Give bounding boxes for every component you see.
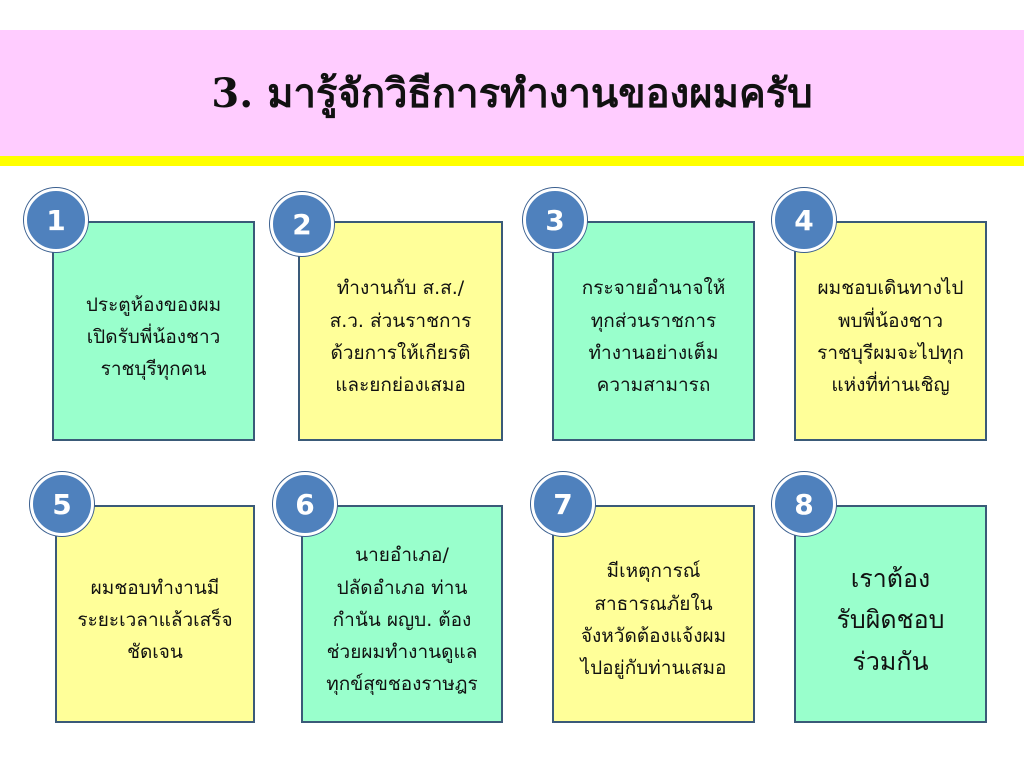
number-badge-2: 2 bbox=[270, 192, 334, 256]
principle-card-4: ผมชอบเดินทางไป พบพี่น้องชาว ราชบุรีผมจะไ… bbox=[794, 221, 987, 441]
card-text: มีเหตุการณ์ สาธารณภัยใน จังหวัดต้องแจ้งผ… bbox=[580, 560, 727, 680]
title-underline-bar bbox=[0, 156, 1024, 166]
principle-card-8: เราต้อง รับผิดชอบ ร่วมกัน bbox=[794, 505, 987, 723]
number-badge-7: 7 bbox=[531, 472, 595, 536]
card-text: ทำงานกับ ส.ส./ ส.ว. ส่วนราชการ ด้วยการให… bbox=[329, 277, 472, 397]
number-badge-4: 4 bbox=[772, 188, 836, 252]
principle-card-7: มีเหตุการณ์ สาธารณภัยใน จังหวัดต้องแจ้งผ… bbox=[552, 505, 755, 723]
card-text: ผมชอบทำงานมี ระยะเวลาแล้วเสร็จ ชัดเจน bbox=[77, 576, 233, 664]
card-text: กระจายอำนาจให้ ทุกส่วนราชการ ทำงานอย่างเ… bbox=[581, 277, 726, 397]
card-text: เราต้อง รับผิดชอบ ร่วมกัน bbox=[836, 564, 945, 676]
card-text: ประตูห้องของผม เปิดรับพี่น้องชาว ราชบุรี… bbox=[85, 293, 222, 381]
number-badge-6: 6 bbox=[273, 472, 337, 536]
number-badge-3: 3 bbox=[523, 188, 587, 252]
principle-card-2: ทำงานกับ ส.ส./ ส.ว. ส่วนราชการ ด้วยการให… bbox=[298, 221, 503, 441]
card-text: ผมชอบเดินทางไป พบพี่น้องชาว ราชบุรีผมจะไ… bbox=[817, 277, 964, 397]
page-title: 3. มารู้จักวิธีการทำงานของผมครับ bbox=[211, 70, 813, 117]
number-badge-5: 5 bbox=[30, 472, 94, 536]
principle-card-3: กระจายอำนาจให้ ทุกส่วนราชการ ทำงานอย่างเ… bbox=[552, 221, 755, 441]
card-text: นายอำเภอ/ ปลัดอำเภอ ท่าน กำนัน ผญบ. ต้อง… bbox=[326, 544, 478, 696]
principle-card-6: นายอำเภอ/ ปลัดอำเภอ ท่าน กำนัน ผญบ. ต้อง… bbox=[301, 505, 503, 723]
title-banner bbox=[0, 30, 1024, 156]
principle-card-1: ประตูห้องของผม เปิดรับพี่น้องชาว ราชบุรี… bbox=[52, 221, 255, 441]
principle-card-5: ผมชอบทำงานมี ระยะเวลาแล้วเสร็จ ชัดเจน bbox=[55, 505, 255, 723]
number-badge-1: 1 bbox=[24, 188, 88, 252]
number-badge-8: 8 bbox=[772, 472, 836, 536]
